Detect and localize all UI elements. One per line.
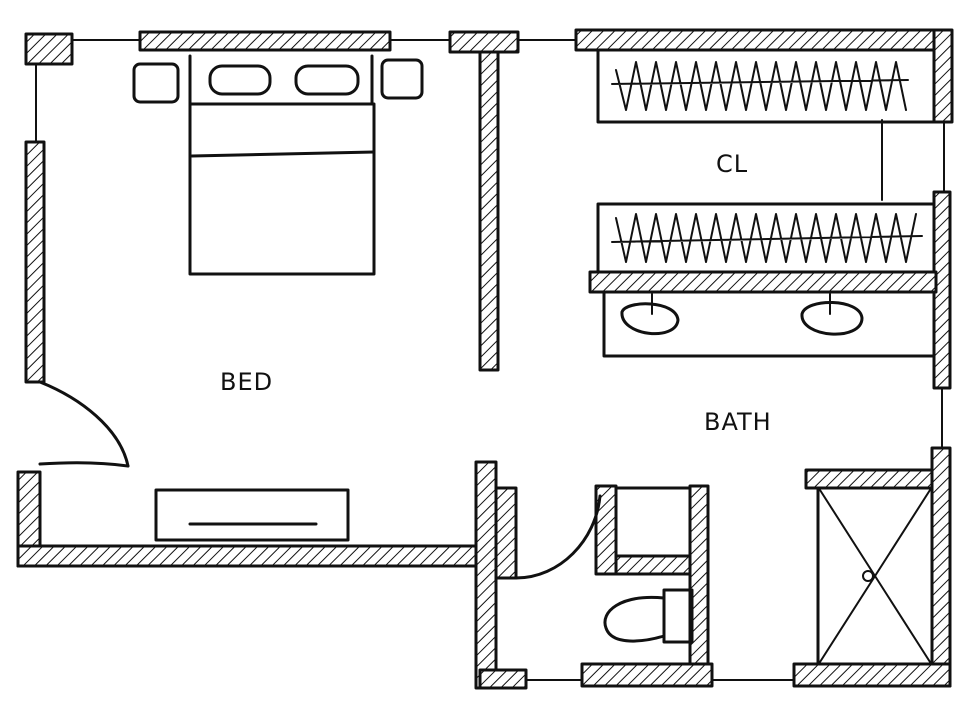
wall-top-closet xyxy=(574,28,938,52)
pillow-1 xyxy=(208,64,272,96)
hanging-clothes-top xyxy=(611,61,909,111)
bath-door xyxy=(514,494,602,580)
nightstand-right xyxy=(380,58,424,100)
door-swing-arc xyxy=(38,380,130,468)
walls xyxy=(16,28,954,690)
wall-bottom-bath-left xyxy=(478,668,528,690)
label-closet: CL xyxy=(716,150,748,178)
dresser-body xyxy=(154,488,350,542)
wall-wc-right xyxy=(688,484,710,688)
toilet-room-cabinet xyxy=(614,486,692,558)
wall-shower-top xyxy=(804,468,936,490)
door-leaf xyxy=(38,461,130,468)
wall-top-left-corner xyxy=(24,32,74,66)
shower-diagonal-2 xyxy=(819,489,931,663)
wall-bottom-wc xyxy=(580,662,714,688)
bed-frame xyxy=(188,102,376,276)
bed xyxy=(132,54,424,276)
headboard xyxy=(188,54,374,106)
closet xyxy=(596,48,936,274)
wall-bottom-bed xyxy=(16,544,482,568)
shower xyxy=(816,486,934,666)
shower-pan xyxy=(816,486,934,666)
bed-fold xyxy=(190,150,376,158)
nightstand-left xyxy=(132,62,180,104)
toilet-tank xyxy=(662,588,694,644)
sink-right xyxy=(800,301,864,336)
wall-right-upper xyxy=(932,28,954,124)
wall-wc-divider xyxy=(614,554,698,576)
label-bed: BED xyxy=(220,368,273,396)
openings xyxy=(35,39,945,681)
bath-door-swing xyxy=(514,494,602,580)
hanging-clothes-bottom xyxy=(611,213,923,263)
vanity-counter xyxy=(602,290,936,358)
wall-top-center-stub xyxy=(448,30,520,54)
wall-bath-left xyxy=(474,460,498,690)
sink-left xyxy=(620,302,680,336)
label-bath: BATH xyxy=(704,408,772,436)
wall-shower-right xyxy=(930,446,952,688)
shower-drain xyxy=(862,570,874,582)
wall-bottom-shower xyxy=(792,662,952,688)
wall-left xyxy=(24,140,46,384)
bedroom-door xyxy=(38,380,130,468)
pillow-2 xyxy=(294,64,360,96)
toilet xyxy=(603,486,694,644)
wall-closet-bath xyxy=(588,270,938,294)
vanity xyxy=(602,290,936,358)
dresser xyxy=(154,488,350,542)
closet-rack-top xyxy=(596,48,936,124)
toilet-bowl xyxy=(603,595,666,643)
closet-rack-bottom xyxy=(596,202,936,274)
wall-bath-left-stub xyxy=(494,486,518,580)
wall-partition-center xyxy=(478,50,500,372)
wall-top-bed xyxy=(138,30,392,52)
